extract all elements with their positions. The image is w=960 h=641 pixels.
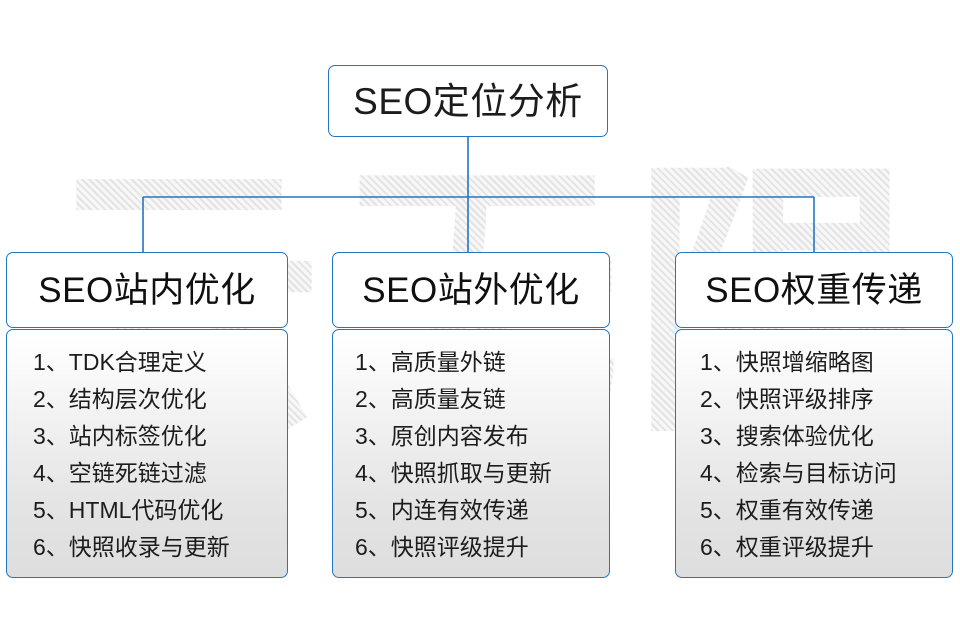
list-item[interactable]: 2、 快照评级排序 xyxy=(700,381,952,418)
list-item-label: 内连有效传递 xyxy=(390,497,529,523)
list-item-label: 快照评级提升 xyxy=(390,534,529,560)
list-item-index: 3、 xyxy=(355,423,391,449)
list-item-index: 3、 xyxy=(33,423,69,449)
list-item[interactable]: 2、 高质量友链 xyxy=(355,381,609,418)
column-offsite: SEO站外优化 1、 高质量外链 2、 高质量友链 3、 原创内容发布 4、 快… xyxy=(332,252,610,578)
list-item[interactable]: 3、 原创内容发布 xyxy=(355,418,609,455)
column-header-title: SEO站内优化 xyxy=(38,270,256,310)
list-item[interactable]: 6、 快照收录与更新 xyxy=(33,529,287,566)
column-body-offsite: 1、 高质量外链 2、 高质量友链 3、 原创内容发布 4、 快照抓取与更新 5… xyxy=(332,329,610,578)
list-item-label: 高质量外链 xyxy=(390,349,506,375)
list-item-label: 快照收录与更新 xyxy=(68,534,230,560)
list-item-index: 5、 xyxy=(355,497,391,523)
list-item[interactable]: 3、 搜索体验优化 xyxy=(700,418,952,455)
column-header-title: SEO站外优化 xyxy=(362,270,580,310)
list-item-index: 6、 xyxy=(355,534,391,560)
list-item[interactable]: 5、 内连有效传递 xyxy=(355,492,609,529)
list-item[interactable]: 4、 空链死链过滤 xyxy=(33,455,287,492)
list-item[interactable]: 1、 快照增缩略图 xyxy=(700,344,952,381)
column-body-onsite: 1、 TDK合理定义 2、 结构层次优化 3、 站内标签优化 4、 空链死链过滤… xyxy=(6,329,288,578)
list-item-label: 搜索体验优化 xyxy=(735,423,874,449)
list-item[interactable]: 4、 快照抓取与更新 xyxy=(355,455,609,492)
list-item-index: 4、 xyxy=(33,460,69,486)
list-item[interactable]: 6、 快照评级提升 xyxy=(355,529,609,566)
list-item-label: 检索与目标访问 xyxy=(735,460,897,486)
list-item-index: 5、 xyxy=(700,497,736,523)
column-header-title: SEO权重传递 xyxy=(705,270,923,310)
list-item[interactable]: 3、 站内标签优化 xyxy=(33,418,287,455)
list-item-label: 原创内容发布 xyxy=(390,423,529,449)
list-item-index: 1、 xyxy=(33,349,69,375)
list-item-label: 权重评级提升 xyxy=(735,534,874,560)
list-item-index: 2、 xyxy=(33,386,69,412)
column-header-onsite[interactable]: SEO站内优化 xyxy=(6,252,288,328)
list-item-label: TDK合理定义 xyxy=(68,349,207,375)
list-item-label: 空链死链过滤 xyxy=(68,460,207,486)
list-item-index: 5、 xyxy=(33,497,69,523)
column-header-weight[interactable]: SEO权重传递 xyxy=(675,252,953,328)
list-item[interactable]: 4、 检索与目标访问 xyxy=(700,455,952,492)
column-body-weight: 1、 快照增缩略图 2、 快照评级排序 3、 搜索体验优化 4、 检索与目标访问… xyxy=(675,329,953,578)
column-header-offsite[interactable]: SEO站外优化 xyxy=(332,252,610,328)
list-item-index: 2、 xyxy=(355,386,391,412)
list-item-label: 快照抓取与更新 xyxy=(390,460,552,486)
column-onsite: SEO站内优化 1、 TDK合理定义 2、 结构层次优化 3、 站内标签优化 4… xyxy=(6,252,288,578)
list-item-index: 6、 xyxy=(700,534,736,560)
list-item[interactable]: 5、 权重有效传递 xyxy=(700,492,952,529)
list-item-index: 1、 xyxy=(700,349,736,375)
list-item[interactable]: 6、 权重评级提升 xyxy=(700,529,952,566)
list-item[interactable]: 5、 HTML代码优化 xyxy=(33,492,287,529)
item-list: 1、 高质量外链 2、 高质量友链 3、 原创内容发布 4、 快照抓取与更新 5… xyxy=(333,344,609,566)
list-item-index: 6、 xyxy=(33,534,69,560)
list-item-index: 1、 xyxy=(355,349,391,375)
item-list: 1、 快照增缩略图 2、 快照评级排序 3、 搜索体验优化 4、 检索与目标访问… xyxy=(676,344,952,566)
list-item-label: 快照评级排序 xyxy=(735,386,874,412)
list-item-index: 2、 xyxy=(700,386,736,412)
list-item[interactable]: 2、 结构层次优化 xyxy=(33,381,287,418)
list-item-index: 3、 xyxy=(700,423,736,449)
list-item-index: 4、 xyxy=(700,460,736,486)
root-node[interactable]: SEO定位分析 xyxy=(328,65,608,137)
list-item[interactable]: 1、 高质量外链 xyxy=(355,344,609,381)
list-item-label: 站内标签优化 xyxy=(68,423,207,449)
list-item-label: HTML代码优化 xyxy=(68,497,224,523)
item-list: 1、 TDK合理定义 2、 结构层次优化 3、 站内标签优化 4、 空链死链过滤… xyxy=(7,344,287,566)
list-item[interactable]: 1、 TDK合理定义 xyxy=(33,344,287,381)
list-item-index: 4、 xyxy=(355,460,391,486)
list-item-label: 快照增缩略图 xyxy=(735,349,874,375)
list-item-label: 权重有效传递 xyxy=(735,497,874,523)
root-node-title: SEO定位分析 xyxy=(353,80,583,122)
list-item-label: 高质量友链 xyxy=(390,386,506,412)
list-item-label: 结构层次优化 xyxy=(68,386,207,412)
column-weight: SEO权重传递 1、 快照增缩略图 2、 快照评级排序 3、 搜索体验优化 4、… xyxy=(675,252,953,578)
